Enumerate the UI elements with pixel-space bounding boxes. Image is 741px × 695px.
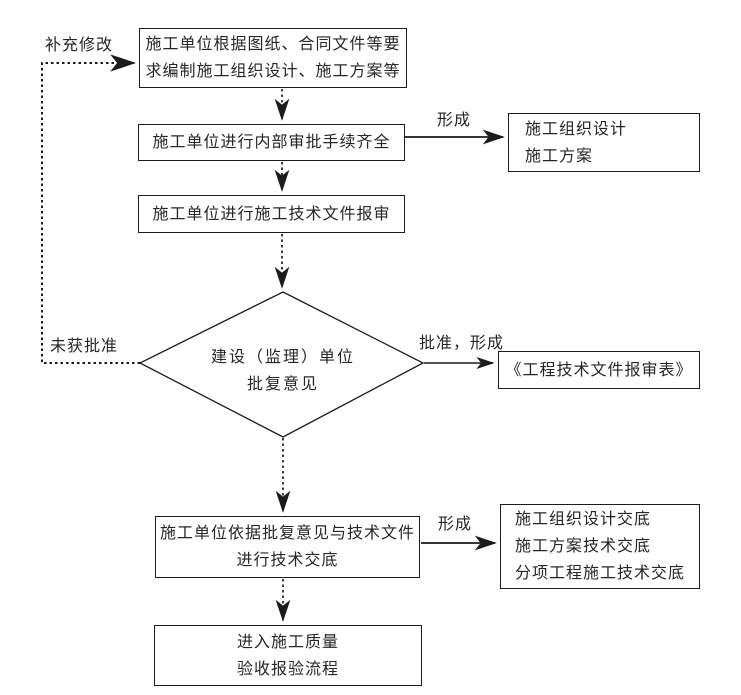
node-text-line: 施工组织设计交底 xyxy=(515,511,652,528)
node-text-line: 施工组织设计 xyxy=(525,120,628,138)
node-text-line: 进入施工质量 xyxy=(236,633,339,651)
node-text-line: 建设（监理）单位 xyxy=(210,349,355,366)
node-internal-approval: 施工单位进行内部审批手续齐全 xyxy=(138,124,405,161)
node-text-line: 批复意见 xyxy=(246,376,319,393)
node-result-org-design: 施工组织设计 施工方案 xyxy=(508,113,700,172)
node-result-disclosures: 施工组织设计交底 施工方案技术交底 分项工程施工技术交底 xyxy=(500,504,700,589)
node-text-line: 《工程技术文件报审表》 xyxy=(505,361,693,379)
node-submit-tech-files: 施工单位进行施工技术文件报审 xyxy=(138,195,405,233)
decision-diamond-shape xyxy=(138,291,425,438)
label-form-top: 形成 xyxy=(437,112,472,129)
label-not-approved: 未获批准 xyxy=(50,338,119,355)
node-text-line: 验收报验流程 xyxy=(236,660,339,678)
node-decision-text: 建设（监理）单位 批复意见 xyxy=(183,344,383,398)
node-text-line: 施工单位进行内部审批手续齐全 xyxy=(152,134,391,151)
label-supplement-modify: 补充修改 xyxy=(45,37,114,54)
connector-feedback-loop xyxy=(41,54,140,364)
node-quality-acceptance: 进入施工质量 验收报验流程 xyxy=(154,625,422,686)
label-approved-form: 批准，形成 xyxy=(419,335,505,352)
node-text-line: 施工单位依据批复意见与技术文件 xyxy=(159,525,415,542)
node-text-line: 施工单位进行施工技术文件报审 xyxy=(152,205,391,223)
label-form-bottom: 形成 xyxy=(438,516,473,533)
node-text-line: 分项工程施工技术交底 xyxy=(515,565,686,582)
node-text-line: 施工方案 xyxy=(525,147,594,165)
node-text-line: 求编制施工组织设计、施工方案等 xyxy=(145,63,401,80)
node-text-line: 施工单位根据图纸、合同文件等要 xyxy=(145,36,401,53)
node-prepare-documents: 施工单位根据图纸、合同文件等要 求编制施工组织设计、施工方案等 xyxy=(139,28,407,88)
node-text-line: 进行技术交底 xyxy=(236,552,339,569)
node-text-line: 施工方案技术交底 xyxy=(515,538,652,555)
node-tech-disclosure: 施工单位依据批复意见与技术文件 进行技术交底 xyxy=(155,516,420,578)
node-result-review-form: 《工程技术文件报审表》 xyxy=(498,351,700,389)
